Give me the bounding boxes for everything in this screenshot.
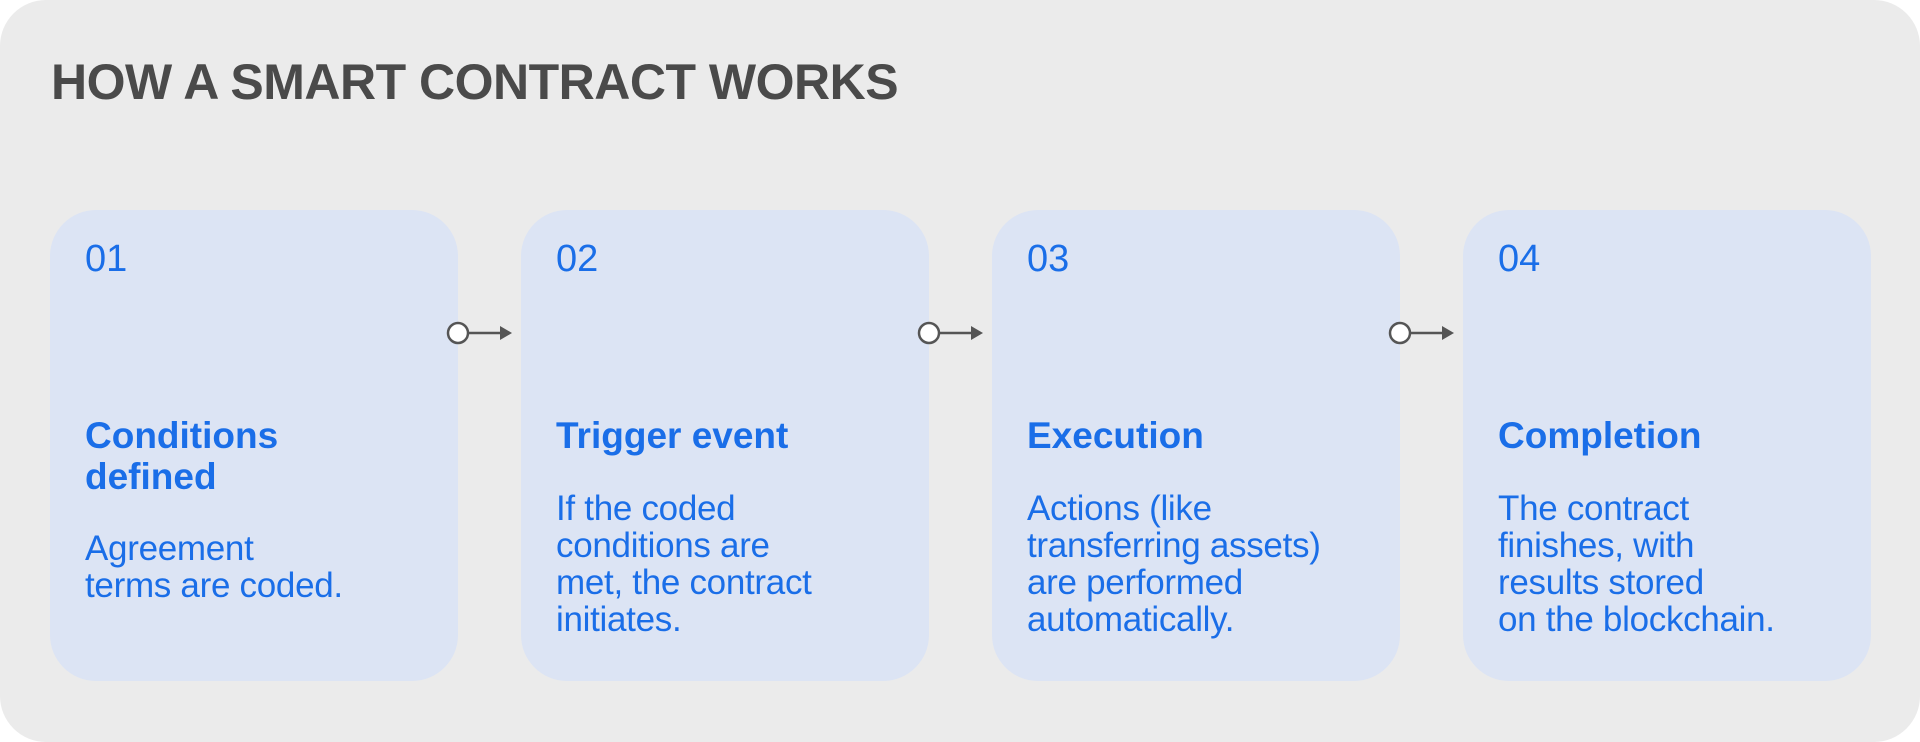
step-title-line: defined xyxy=(85,456,217,497)
step-description-line: results stored xyxy=(1498,563,1704,602)
step-description-line: Agreement xyxy=(85,529,254,568)
step-title: Trigger event xyxy=(556,415,896,456)
step-title: Conditions defined xyxy=(85,415,425,497)
step-description: The contract finishes, with results stor… xyxy=(1498,490,1843,638)
step-title-line: Conditions xyxy=(85,415,279,456)
step-number: 01 xyxy=(85,238,128,280)
step-title: Execution xyxy=(1027,415,1367,456)
step-description: If the coded conditions are met, the con… xyxy=(556,490,901,638)
step-description-line: Actions (like xyxy=(1027,489,1212,528)
step-number: 02 xyxy=(556,238,599,280)
step-card-1: 01 Conditions defined Agreement terms ar… xyxy=(50,210,458,681)
step-description-line: conditions are xyxy=(556,526,770,565)
circle-arrow-right-icon xyxy=(917,321,983,345)
step-number: 03 xyxy=(1027,238,1070,280)
step-description-line: on the blockchain. xyxy=(1498,600,1775,639)
step-title-line: Trigger event xyxy=(556,415,789,456)
circle-arrow-right-icon xyxy=(446,321,512,345)
step-number: 04 xyxy=(1498,238,1541,280)
step-description: Actions (like transferring assets) are p… xyxy=(1027,490,1372,638)
step-description: Agreement terms are coded. xyxy=(85,530,430,604)
circle-arrow-right-icon xyxy=(1388,321,1454,345)
page-title: HOW A SMART CONTRACT WORKS xyxy=(51,54,899,110)
step-description-line: If the coded xyxy=(556,489,736,528)
step-title-line: Completion xyxy=(1498,415,1702,456)
step-description-line: automatically. xyxy=(1027,600,1235,639)
step-card-4: 04 Completion The contract finishes, wit… xyxy=(1463,210,1871,681)
step-title: Completion xyxy=(1498,415,1838,456)
step-description-line: initiates. xyxy=(556,600,682,639)
step-description-line: met, the contract xyxy=(556,563,812,602)
step-description-line: transferring assets) xyxy=(1027,526,1321,565)
step-card-3: 03 Execution Actions (like transferring … xyxy=(992,210,1400,681)
step-description-line: are performed xyxy=(1027,563,1243,602)
step-card-2: 02 Trigger event If the coded conditions… xyxy=(521,210,929,681)
step-description-line: terms are coded. xyxy=(85,566,343,605)
step-description-line: The contract xyxy=(1498,489,1689,528)
step-title-line: Execution xyxy=(1027,415,1204,456)
step-description-line: finishes, with xyxy=(1498,526,1695,565)
